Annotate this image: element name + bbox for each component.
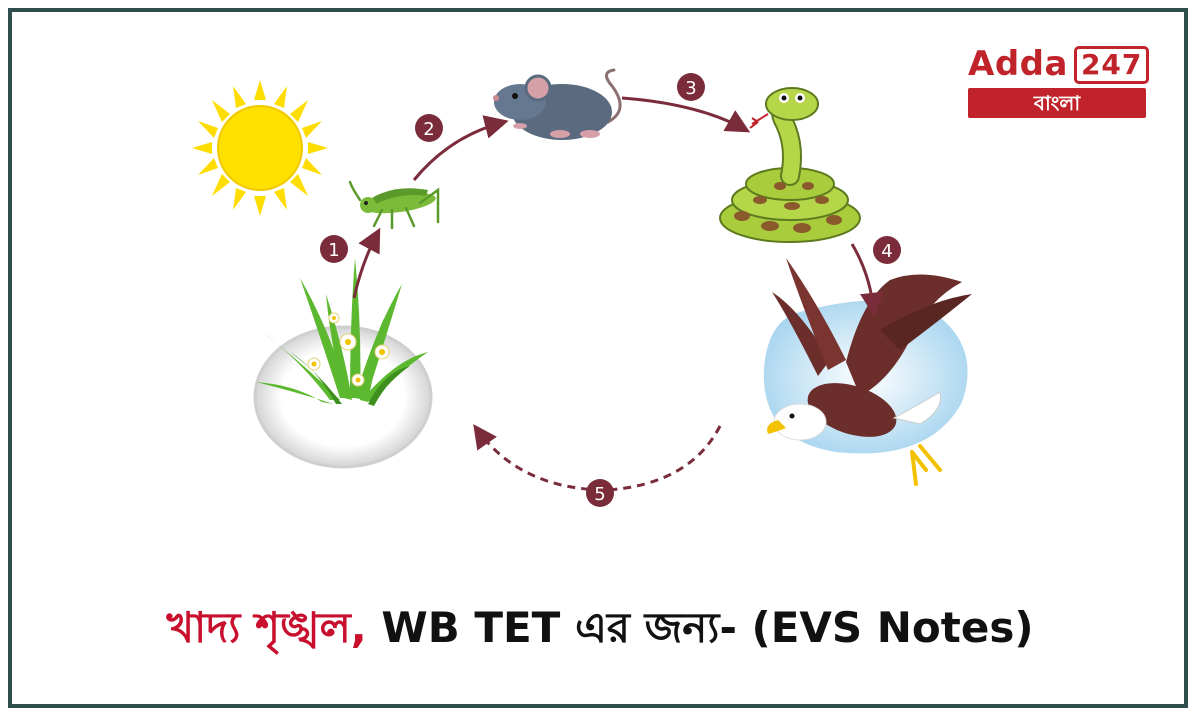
arrows [352,96,884,492]
step-badge-1: 1 [320,235,348,263]
arrow-4 [850,243,884,317]
snake-icon [719,87,861,243]
logo-top: Adda 247 [968,42,1150,84]
page-title: খাদ্য শৃঙ্খল, WB TET এর জন্য- (EVS Notes… [0,598,1200,658]
step-label-3: 3 [685,78,696,99]
grass-icon [253,258,433,469]
step-label-4: 4 [881,241,892,262]
step-badge-4: 4 [873,236,901,264]
step-badge-5: 5 [586,479,614,507]
step-label-2: 2 [423,119,434,140]
grasshopper-icon [348,180,440,230]
sun-icon [192,80,328,216]
logo-number: 247 [1073,46,1150,84]
arrow-5 [473,424,722,492]
title-red: খাদ্য শৃঙ্খল, [166,603,367,652]
step-badge-3: 3 [677,73,705,101]
mouse-icon [493,68,622,140]
logo-brand: Adda [968,44,1068,84]
step-label-1: 1 [328,240,339,261]
arrow-3 [621,96,751,133]
arrow-2 [412,115,509,181]
logo-sub: বাংলা [968,88,1146,118]
step-label-5: 5 [594,484,605,505]
arrow-1 [352,227,381,299]
eagle-icon [763,258,972,486]
title-black: WB TET এর জন্য- (EVS Notes) [366,603,1034,652]
adda247-logo: Adda 247 বাংলা [968,42,1150,118]
step-badge-2: 2 [415,114,443,142]
